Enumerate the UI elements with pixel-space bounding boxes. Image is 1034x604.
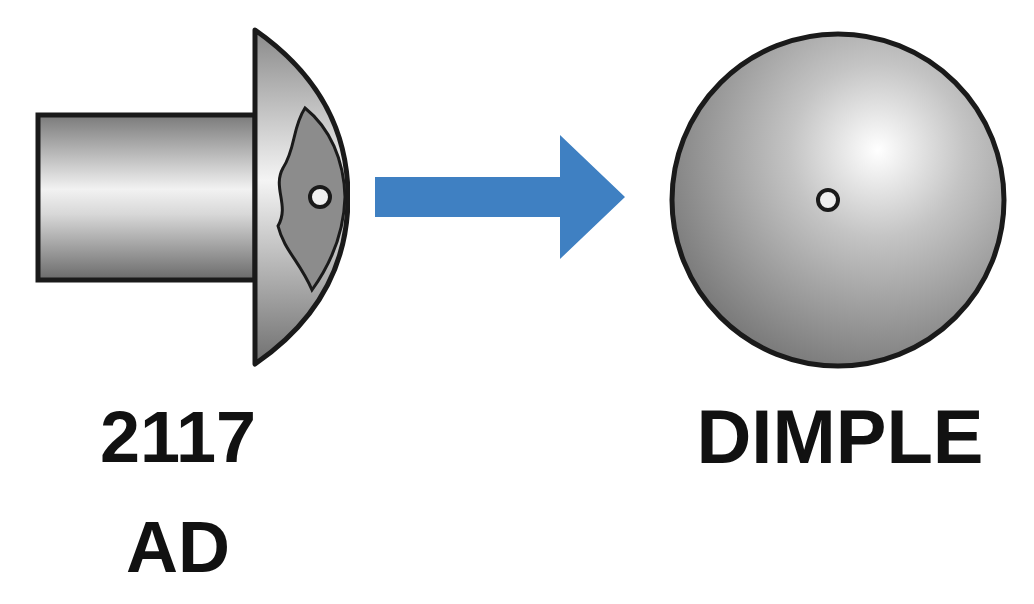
figure-label: 2117 AD — [68, 382, 288, 602]
dimple-figure: DIMPLE — [660, 20, 1020, 604]
rivet-head-top-view — [660, 20, 1020, 380]
figure-label: DIMPLE — [660, 382, 1020, 492]
block-arrow — [375, 135, 625, 259]
rivet-side-view — [20, 20, 350, 380]
rivet-figure: 2117 AD — [20, 20, 350, 604]
